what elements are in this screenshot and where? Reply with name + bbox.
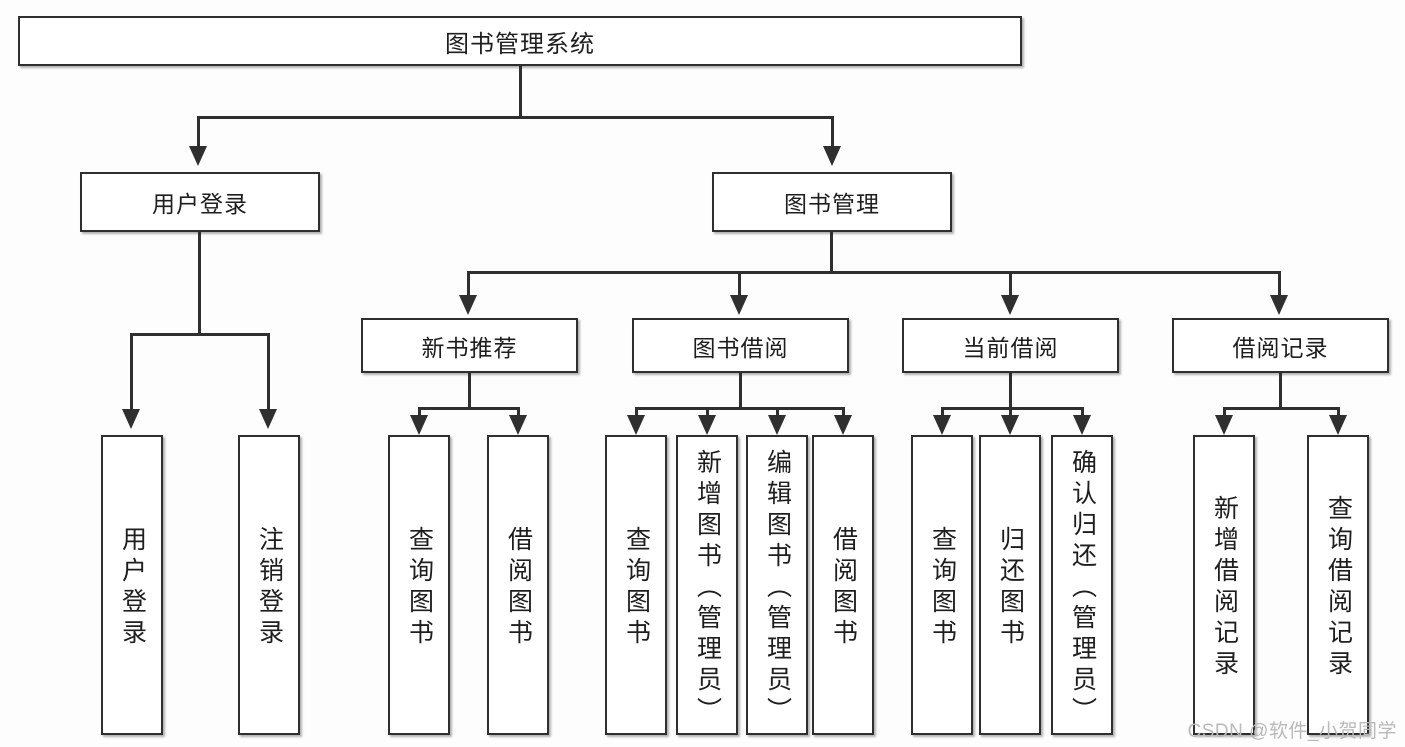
arrow-currentborrow-to-leaf-3 [1073,415,1091,435]
node-label: 用户登录 [118,526,147,650]
node-root-system[interactable]: 图书管理系统 [18,16,1022,66]
node-current-borrow[interactable]: 当前借阅 [902,318,1119,373]
leaf-current-return-book[interactable]: 归还图书 [979,435,1041,735]
leaf-borrow-query-book[interactable]: 查询图书 [605,435,667,735]
node-label: 图书管理系统 [445,30,595,58]
node-label: 图书借阅 [692,334,789,361]
edge-bookmanage-to-record [1278,271,1281,297]
node-user-login[interactable]: 用户登录 [80,172,320,232]
edge-bookborrow-bus [635,407,844,410]
arrow-borrowrecord-to-leaf-1 [1215,415,1233,435]
arrow-borrowrecord-to-leaf-2 [1329,415,1347,435]
edge-bookborrow-stem [739,373,742,409]
node-book-management[interactable]: 图书管理 [712,172,952,232]
leaf-record-query-record[interactable]: 查询借阅记录 [1307,435,1369,735]
node-label: 编辑图书（管理员） [763,448,792,728]
node-label: 新书推荐 [421,334,518,361]
node-label: 确认归还（管理员） [1068,448,1097,728]
leaf-newbook-query-book[interactable]: 查询图书 [388,435,450,735]
node-label: 借阅图书 [829,526,858,650]
arrow-userlogin-to-leaf-1 [122,409,140,429]
arrow-root-to-user-login [189,146,207,166]
arrow-bookmanage-to-current [1001,295,1019,315]
leaf-user-login[interactable]: 用户登录 [101,435,163,735]
edge-currentborrow-bus [941,407,1084,410]
node-label: 新增图书（管理员） [693,448,722,728]
node-label: 查询图书 [928,526,957,650]
edge-userlogin-to-leaf-2 [267,333,270,411]
node-label: 归还图书 [996,526,1025,650]
node-label: 借阅记录 [1232,334,1329,361]
edge-bookmanage-to-current [1009,271,1012,297]
arrow-bookmanage-to-borrow [730,295,748,315]
node-label: 用户登录 [152,191,248,217]
node-label: 当前借阅 [962,334,1059,361]
leaf-record-add-record[interactable]: 新增借阅记录 [1193,435,1255,735]
arrow-currentborrow-to-leaf-1 [933,415,951,435]
edge-root-to-book-manage [831,116,834,148]
edge-bookmanage-bus [467,271,1281,274]
node-label: 注销登录 [255,526,284,650]
edge-borrowrecord-bus [1223,407,1340,410]
leaf-borrow-edit-book[interactable]: 编辑图书（管理员） [746,435,808,735]
edge-bookmanage-to-borrow [738,271,741,297]
leaf-current-confirm-return[interactable]: 确认归还（管理员） [1051,435,1113,735]
arrow-newbook-to-leaf-2 [509,415,527,435]
node-label: 查询图书 [405,526,434,650]
watermark-text: CSDN @软件_小贺同学 [1187,721,1397,742]
arrow-bookmanage-to-new-book [459,295,477,315]
leaf-logout[interactable]: 注销登录 [238,435,300,735]
arrow-bookborrow-to-leaf-4 [834,415,852,435]
node-label: 图书管理 [784,191,880,217]
edge-root-stem [519,66,522,118]
edge-currentborrow-stem [1009,373,1012,409]
leaf-borrow-add-book[interactable]: 新增图书（管理员） [676,435,738,735]
arrow-bookborrow-to-leaf-3 [768,415,786,435]
edge-bookmanage-to-new-book [467,271,470,297]
node-label: 查询借阅记录 [1324,495,1353,681]
node-label: 新增借阅记录 [1210,495,1239,681]
leaf-current-query-book[interactable]: 查询图书 [911,435,973,735]
arrow-newbook-to-leaf-1 [410,415,428,435]
edge-userlogin-bus [130,333,270,336]
edge-root-bus [197,116,834,119]
arrow-bookborrow-to-leaf-2 [698,415,716,435]
node-book-borrow[interactable]: 图书借阅 [632,318,849,373]
arrow-userlogin-to-leaf-2 [259,409,277,429]
arrow-root-to-book-manage [823,146,841,166]
edge-borrowrecord-stem [1279,373,1282,409]
leaf-newbook-borrow-book[interactable]: 借阅图书 [487,435,549,735]
edge-newbook-stem [468,373,471,409]
leaf-borrow-borrow-book[interactable]: 借阅图书 [812,435,874,735]
edge-userlogin-to-leaf-1 [130,333,133,411]
arrow-bookmanage-to-record [1270,295,1288,315]
edge-userlogin-stem [198,232,201,336]
edge-root-to-user-login [197,116,200,148]
edge-newbook-bus [418,407,520,410]
arrow-bookborrow-to-leaf-1 [627,415,645,435]
node-label: 查询图书 [622,526,651,650]
node-label: 借阅图书 [504,526,533,650]
node-new-book-recommend[interactable]: 新书推荐 [361,318,578,373]
arrow-currentborrow-to-leaf-2 [1001,415,1019,435]
node-borrow-record[interactable]: 借阅记录 [1172,318,1389,373]
edge-bookmanage-stem [830,232,833,274]
